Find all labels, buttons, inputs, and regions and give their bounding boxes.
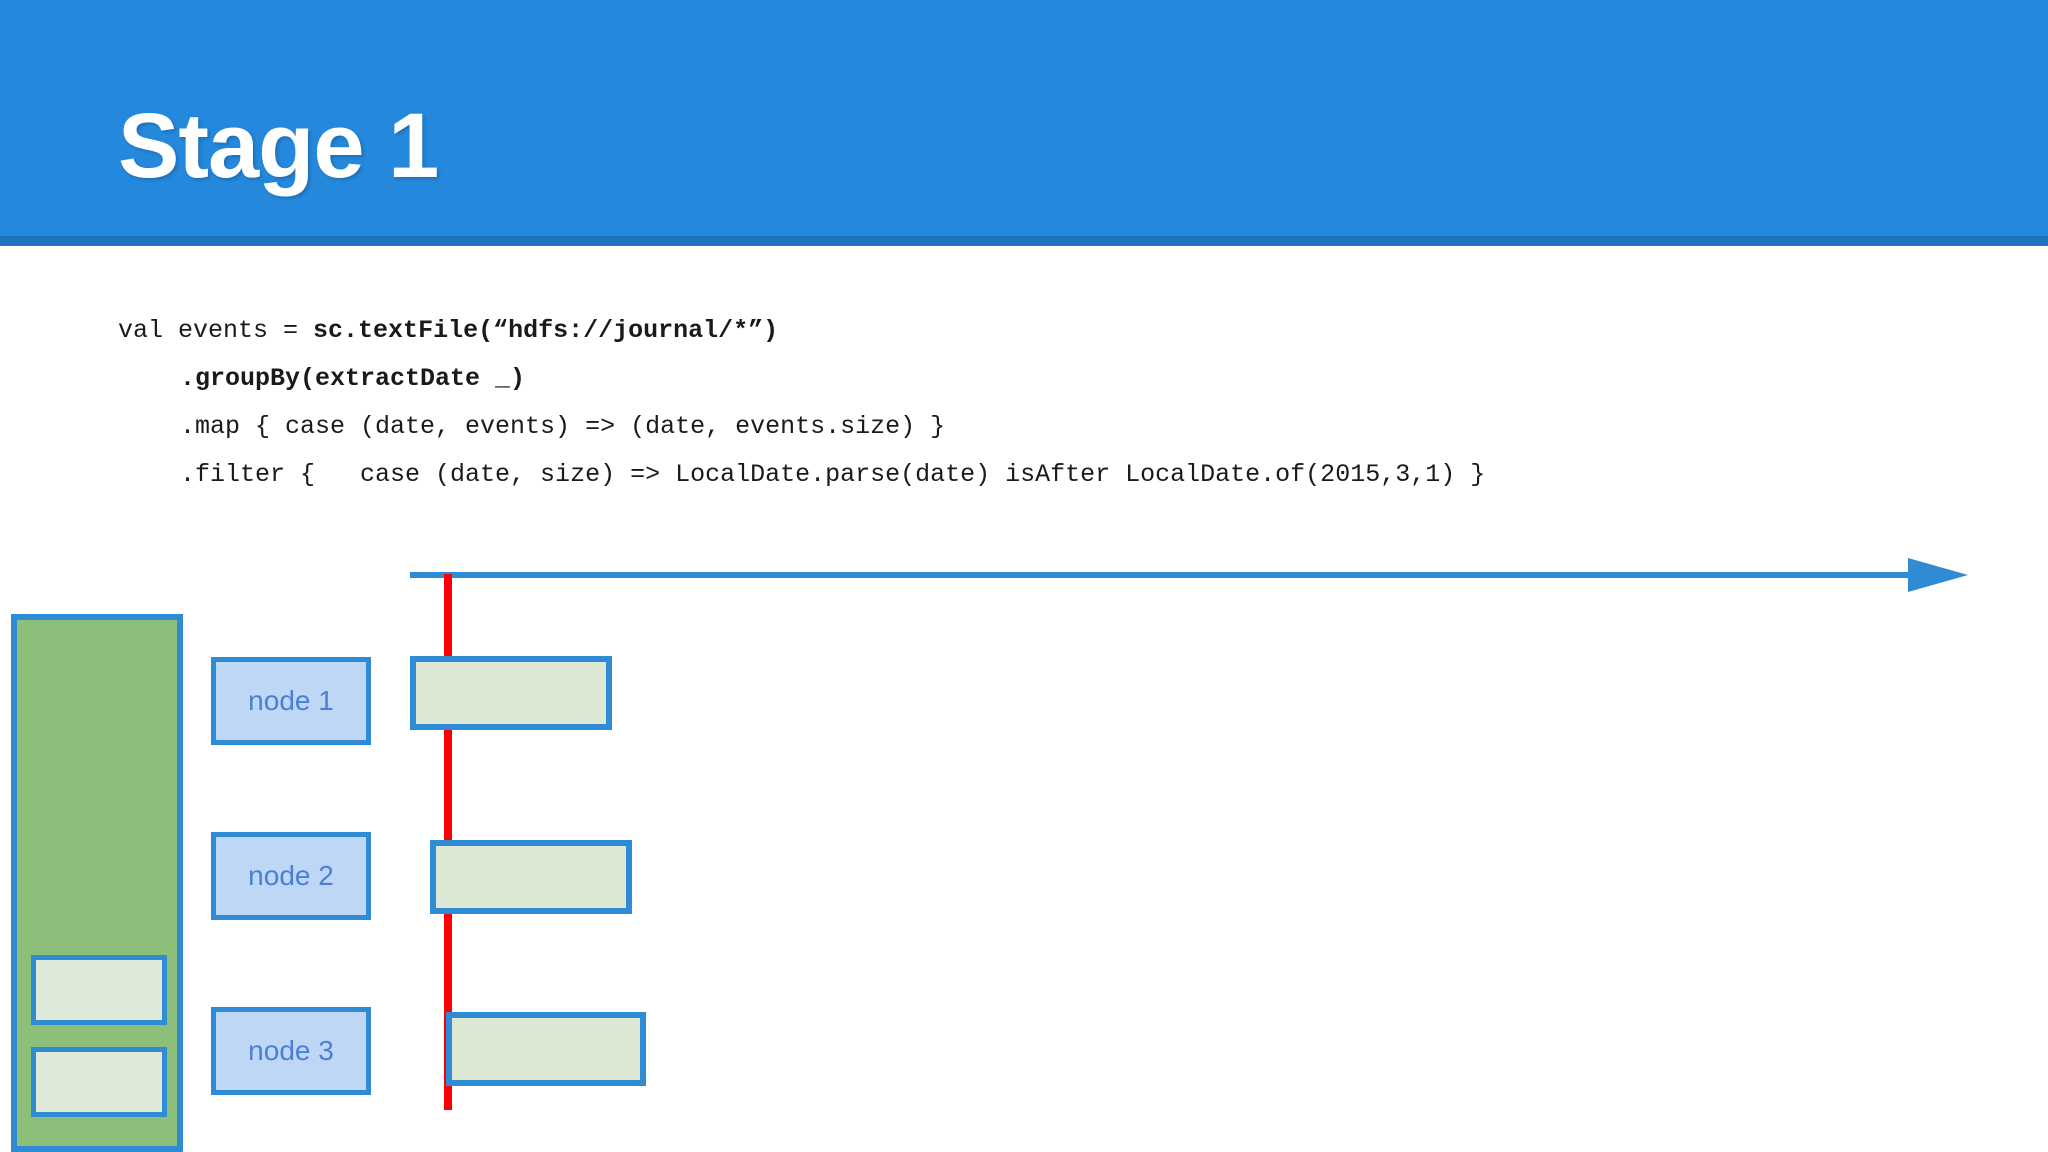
task-bar-node-1 (410, 656, 612, 730)
partition-slot (31, 955, 167, 1025)
node-box-2: node 2 (211, 832, 371, 920)
node-box-3: node 3 (211, 1007, 371, 1095)
code-line-1: val events = sc.textFile(“hdfs://journal… (118, 316, 778, 346)
task-bar-node-3 (446, 1012, 646, 1086)
page-title: Stage 1 (118, 95, 439, 197)
slide-header-band (0, 0, 2048, 236)
code-line-1-plain: val events = (118, 316, 314, 345)
task-bar-node-2 (430, 840, 632, 914)
input-partition-column (11, 614, 183, 1152)
code-line-3-plain: .map { case (date, events) => (date, eve… (180, 412, 946, 441)
node-box-3-label: node 3 (248, 1035, 334, 1066)
code-line-4: .filter { case (date, size) => LocalDate… (180, 460, 1485, 490)
timeline-arrow-icon (1908, 558, 1968, 592)
code-line-2-emphasis: .groupBy(extractDate _) (180, 364, 526, 393)
node-box-2-label: node 2 (248, 860, 334, 891)
node-box-1: node 1 (211, 657, 371, 745)
code-line-2: .groupBy(extractDate _) (180, 364, 525, 394)
code-line-4-plain: .filter { case (date, size) => LocalDate… (180, 460, 1486, 489)
code-line-1-emphasis: sc.textFile(“hdfs://journal/*”) (313, 316, 779, 345)
slide-header-underline (0, 236, 2048, 246)
node-box-1-label: node 1 (248, 685, 334, 716)
partition-slot (31, 1047, 167, 1117)
code-line-3: .map { case (date, events) => (date, eve… (180, 412, 945, 442)
timeline-axis (410, 572, 1910, 578)
